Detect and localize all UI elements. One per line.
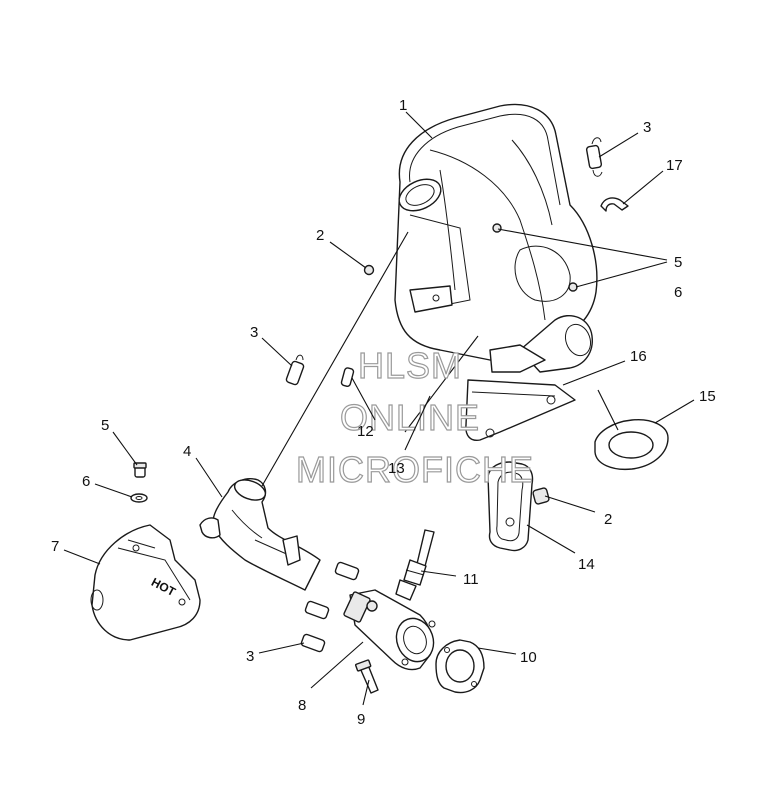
exhaust-flange [343, 589, 436, 671]
callout-1: 1 [399, 97, 407, 114]
spring-lower-1 [334, 561, 360, 581]
callout-6-right: 6 [674, 284, 682, 301]
callout-3-mid: 3 [250, 324, 258, 341]
callout-3-top: 3 [643, 119, 651, 136]
flat-gasket [487, 461, 534, 552]
callout-10: 10 [520, 649, 537, 666]
callout-7: 7 [51, 538, 59, 555]
nut-upper [363, 264, 375, 276]
callout-14: 14 [578, 556, 595, 573]
callout-12: 12 [357, 423, 374, 440]
callout-15: 15 [699, 388, 716, 405]
callout-3-bottom: 3 [246, 648, 254, 665]
callout-5-left: 5 [101, 417, 109, 434]
callout-leaders [63, 111, 695, 706]
callout-4: 4 [183, 443, 191, 460]
mounting-bracket [465, 379, 576, 442]
washer-left [130, 493, 148, 503]
callout-13: 13 [388, 460, 405, 477]
spring-small-12 [340, 367, 355, 388]
spring-mid-left [285, 354, 305, 386]
callout-2-upper: 2 [316, 227, 324, 244]
watermark: HLSM ONLINE MICROFICHE [295, 344, 534, 490]
exhaust-pipe [199, 478, 321, 591]
callout-5-right: 5 [674, 254, 682, 271]
callout-2-right: 2 [604, 511, 612, 528]
bolt-left [133, 462, 147, 478]
gasket-ring [594, 419, 669, 471]
exhaust-gasket [435, 639, 485, 694]
heat-shield: HOT [90, 524, 201, 641]
callout-6-left: 6 [82, 473, 90, 490]
watermark-line-2: ONLINE [340, 397, 480, 438]
spring-clip [600, 197, 629, 212]
nut-right [532, 487, 550, 505]
callout-labels: 1 2 2 3 3 3 4 5 5 6 6 7 8 9 10 11 12 13 … [51, 97, 716, 728]
callout-8: 8 [298, 697, 306, 714]
spring-lower-3 [300, 633, 326, 653]
callout-9: 9 [357, 711, 365, 728]
spring-lower-2 [304, 600, 330, 620]
watermark-line-3: MICROFICHE [296, 449, 534, 490]
sensor-probe [395, 529, 435, 601]
muffler-body [394, 103, 598, 373]
callout-16: 16 [630, 348, 647, 365]
callout-17: 17 [666, 157, 683, 174]
watermark-line-1: HLSM [358, 345, 462, 386]
callout-11: 11 [463, 571, 479, 588]
